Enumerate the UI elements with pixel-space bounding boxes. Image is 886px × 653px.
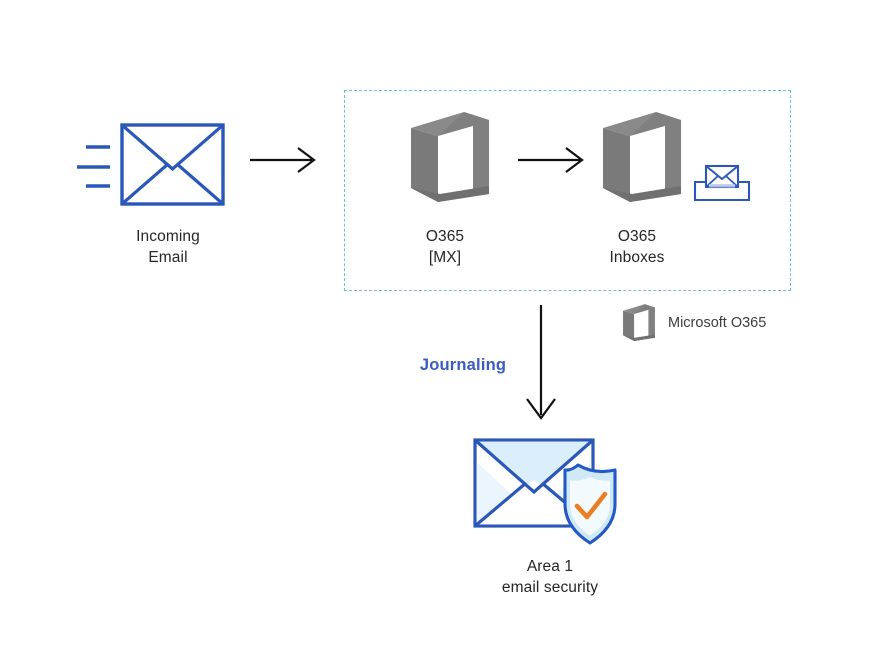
- area1-label: Area 1 email security: [501, 558, 599, 596]
- o365-mx-node: [406, 110, 494, 206]
- arrow-mx-to-inboxes: [518, 143, 588, 177]
- envelope-icon: [77, 123, 225, 206]
- o365-boundary-zone: [344, 90, 791, 291]
- arrow-inboxes-to-area1: [520, 305, 564, 423]
- office-365-icon: [411, 112, 489, 202]
- arrow-incoming-to-mx: [250, 143, 320, 177]
- o365-mx-label: O365 [MX]: [425, 228, 465, 266]
- journaling-edge-label: Journaling: [419, 356, 507, 374]
- o365-inboxes-label: O365 Inboxes: [609, 228, 665, 266]
- office-365-icon: [623, 304, 655, 341]
- secure-email-shield-icon: [473, 438, 617, 545]
- office-365-icon: [603, 112, 681, 202]
- legend-item-microsoft-o365: [621, 303, 657, 343]
- incoming-email-label: Incoming Email: [136, 228, 200, 266]
- o365-inboxes-node: [598, 110, 686, 206]
- inbox-tray-icon: [693, 164, 751, 202]
- legend-label-microsoft-o365: Microsoft O365: [668, 315, 767, 331]
- speed-lines-icon: [77, 145, 110, 188]
- o365-inboxes-badge: [692, 162, 752, 204]
- incoming-email-node: [75, 120, 230, 215]
- area1-node: [468, 432, 633, 552]
